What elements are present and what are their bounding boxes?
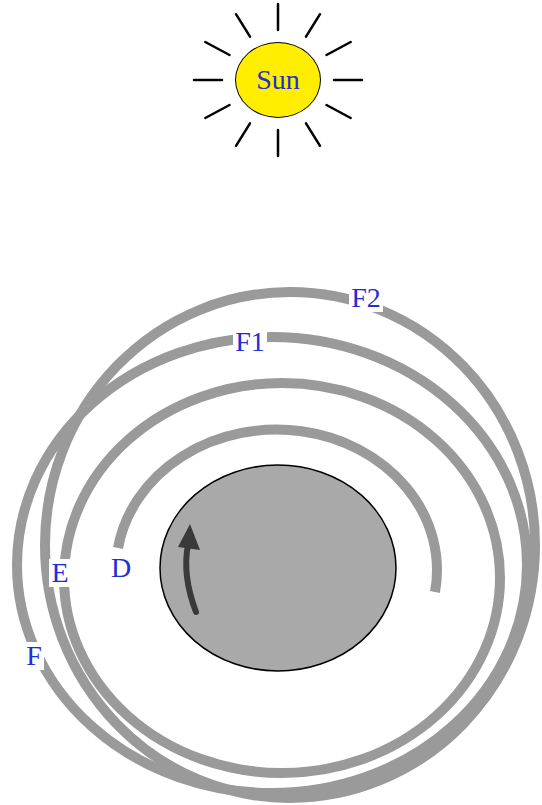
sun-rays: [194, 4, 362, 156]
layer-label: F2: [349, 284, 383, 312]
sun-ray: [327, 105, 351, 118]
layer-label: E: [49, 559, 70, 587]
layer-label: F: [24, 642, 44, 670]
sun-ray: [194, 79, 222, 82]
sun-ray: [327, 42, 351, 55]
rotation-arrowhead: [178, 524, 200, 550]
sun-ray: [236, 123, 250, 146]
sun-ray: [334, 79, 362, 82]
sun-ray: [277, 4, 280, 30]
sun-ray: [236, 14, 250, 37]
earth: [160, 465, 396, 671]
sun-ray: [205, 105, 229, 118]
sun-ray: [306, 123, 320, 146]
sun-ray: [205, 42, 229, 55]
sun-ray: [306, 14, 320, 37]
f1-layer: [17, 337, 527, 793]
e-layer: [64, 383, 500, 773]
sun-ray: [277, 130, 280, 156]
rotation-arrow: [186, 545, 196, 612]
layer-label: F1: [233, 328, 267, 356]
sun-label: Sun: [256, 66, 300, 94]
layer-label: D: [109, 554, 133, 582]
sun-circle: Sun: [235, 42, 321, 118]
